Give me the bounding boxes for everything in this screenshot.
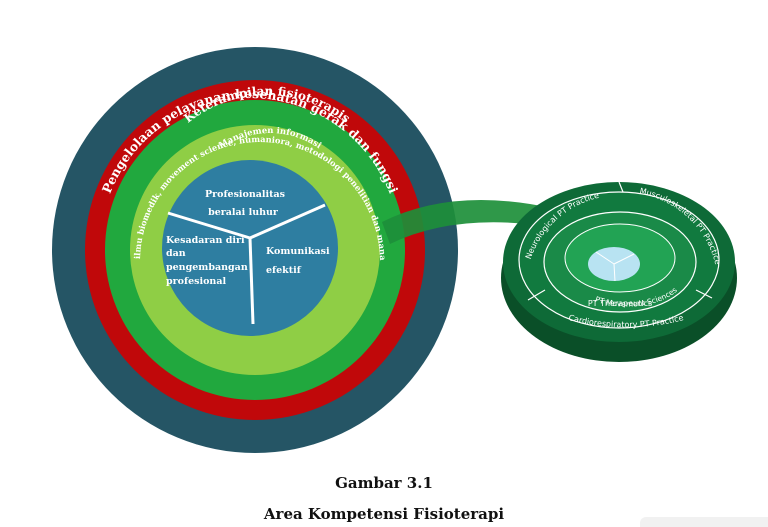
- connector-arrow: [382, 200, 638, 254]
- corner-widget: [640, 517, 768, 527]
- figure-title: Area Kompetensi Fisioterapi: [263, 505, 505, 523]
- core-left-line-3: pengembangan: [166, 262, 248, 273]
- core-right-line-2: efektif: [266, 265, 302, 276]
- core-left-line-2: dan: [166, 248, 186, 259]
- figure-number: Gambar 3.1: [335, 474, 433, 492]
- disc-label-therapeutics: PT Therapeutics: [588, 299, 652, 308]
- core-dividers: [167, 203, 326, 325]
- core-right-line-1: Komunikasi: [266, 246, 330, 257]
- pt-practice-disc: [501, 181, 737, 362]
- core-top-line-2: beralai luhur: [208, 207, 279, 218]
- core-top-line-1: Profesionalitas: [205, 189, 285, 200]
- core-left-line-1: Kesadaran diri: [166, 235, 245, 246]
- core-left-line-4: profesional: [166, 276, 226, 287]
